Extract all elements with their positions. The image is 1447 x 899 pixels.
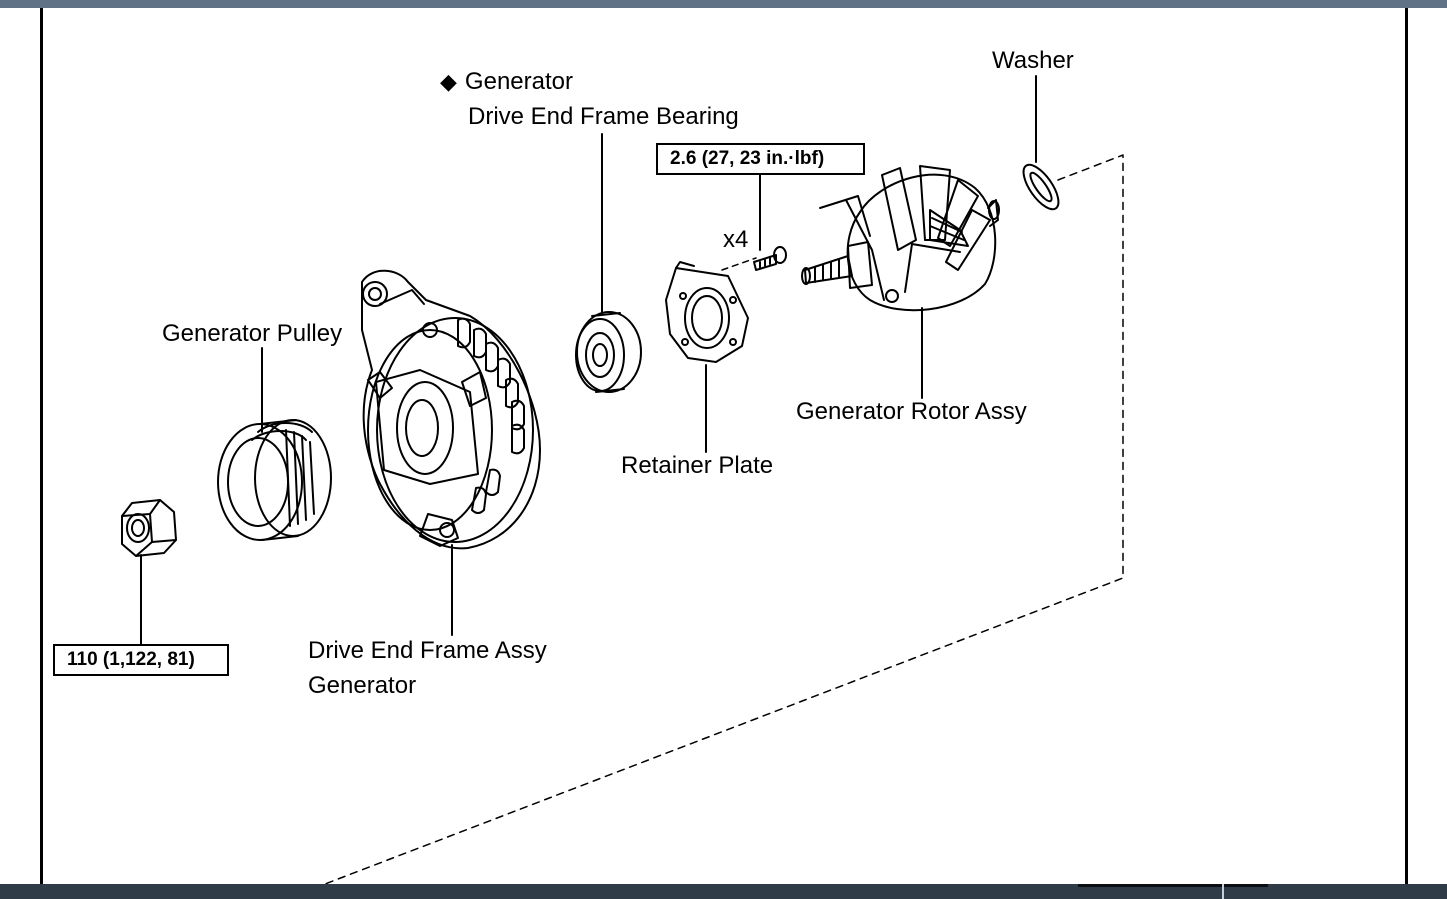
retainer-plate-part bbox=[665, 261, 749, 363]
label-generator-rotor-assy: Generator Rotor Assy bbox=[796, 398, 1027, 425]
pulley-part bbox=[217, 419, 332, 541]
label-retainer-plate: Retainer Plate bbox=[621, 452, 774, 479]
label-generator-pulley: Generator Pulley bbox=[162, 320, 343, 347]
label-drive-end-frame-line2: Generator bbox=[308, 672, 417, 699]
label-drive-end-frame-line1: Drive End Frame Assy bbox=[308, 637, 547, 664]
nut-part bbox=[121, 499, 177, 557]
rotor-part bbox=[801, 165, 1000, 312]
window-top-bar bbox=[0, 0, 1447, 8]
label-bearing-line2: Drive End Frame Bearing bbox=[468, 103, 739, 130]
torque-spec-screw: 2.6 (27, 23 in.·lbf) bbox=[656, 143, 865, 175]
bearing-part bbox=[575, 311, 642, 393]
label-bearing-name: Generator bbox=[464, 68, 573, 95]
label-washer: Washer bbox=[992, 47, 1074, 74]
document-right-border bbox=[1405, 8, 1408, 884]
washer-part bbox=[1022, 163, 1060, 211]
document-left-border bbox=[40, 8, 43, 884]
drive-end-frame-part bbox=[361, 269, 541, 550]
document-right-margin bbox=[1408, 8, 1447, 884]
scroll-indicator[interactable] bbox=[1078, 884, 1268, 887]
torque-spec-nut: 110 (1,122, 81) bbox=[53, 644, 229, 676]
screw-axis-dashed bbox=[721, 257, 757, 271]
window-bottom-bar bbox=[0, 884, 1447, 899]
diamond-marker-icon: ◆ bbox=[440, 69, 457, 94]
bottom-bar-divider bbox=[1222, 884, 1224, 899]
screw-part bbox=[753, 246, 787, 271]
assembly-dashed-line bbox=[324, 154, 1124, 885]
label-bearing-line1: ◆ Generator bbox=[440, 68, 573, 96]
label-quantity: x4 bbox=[723, 226, 749, 253]
